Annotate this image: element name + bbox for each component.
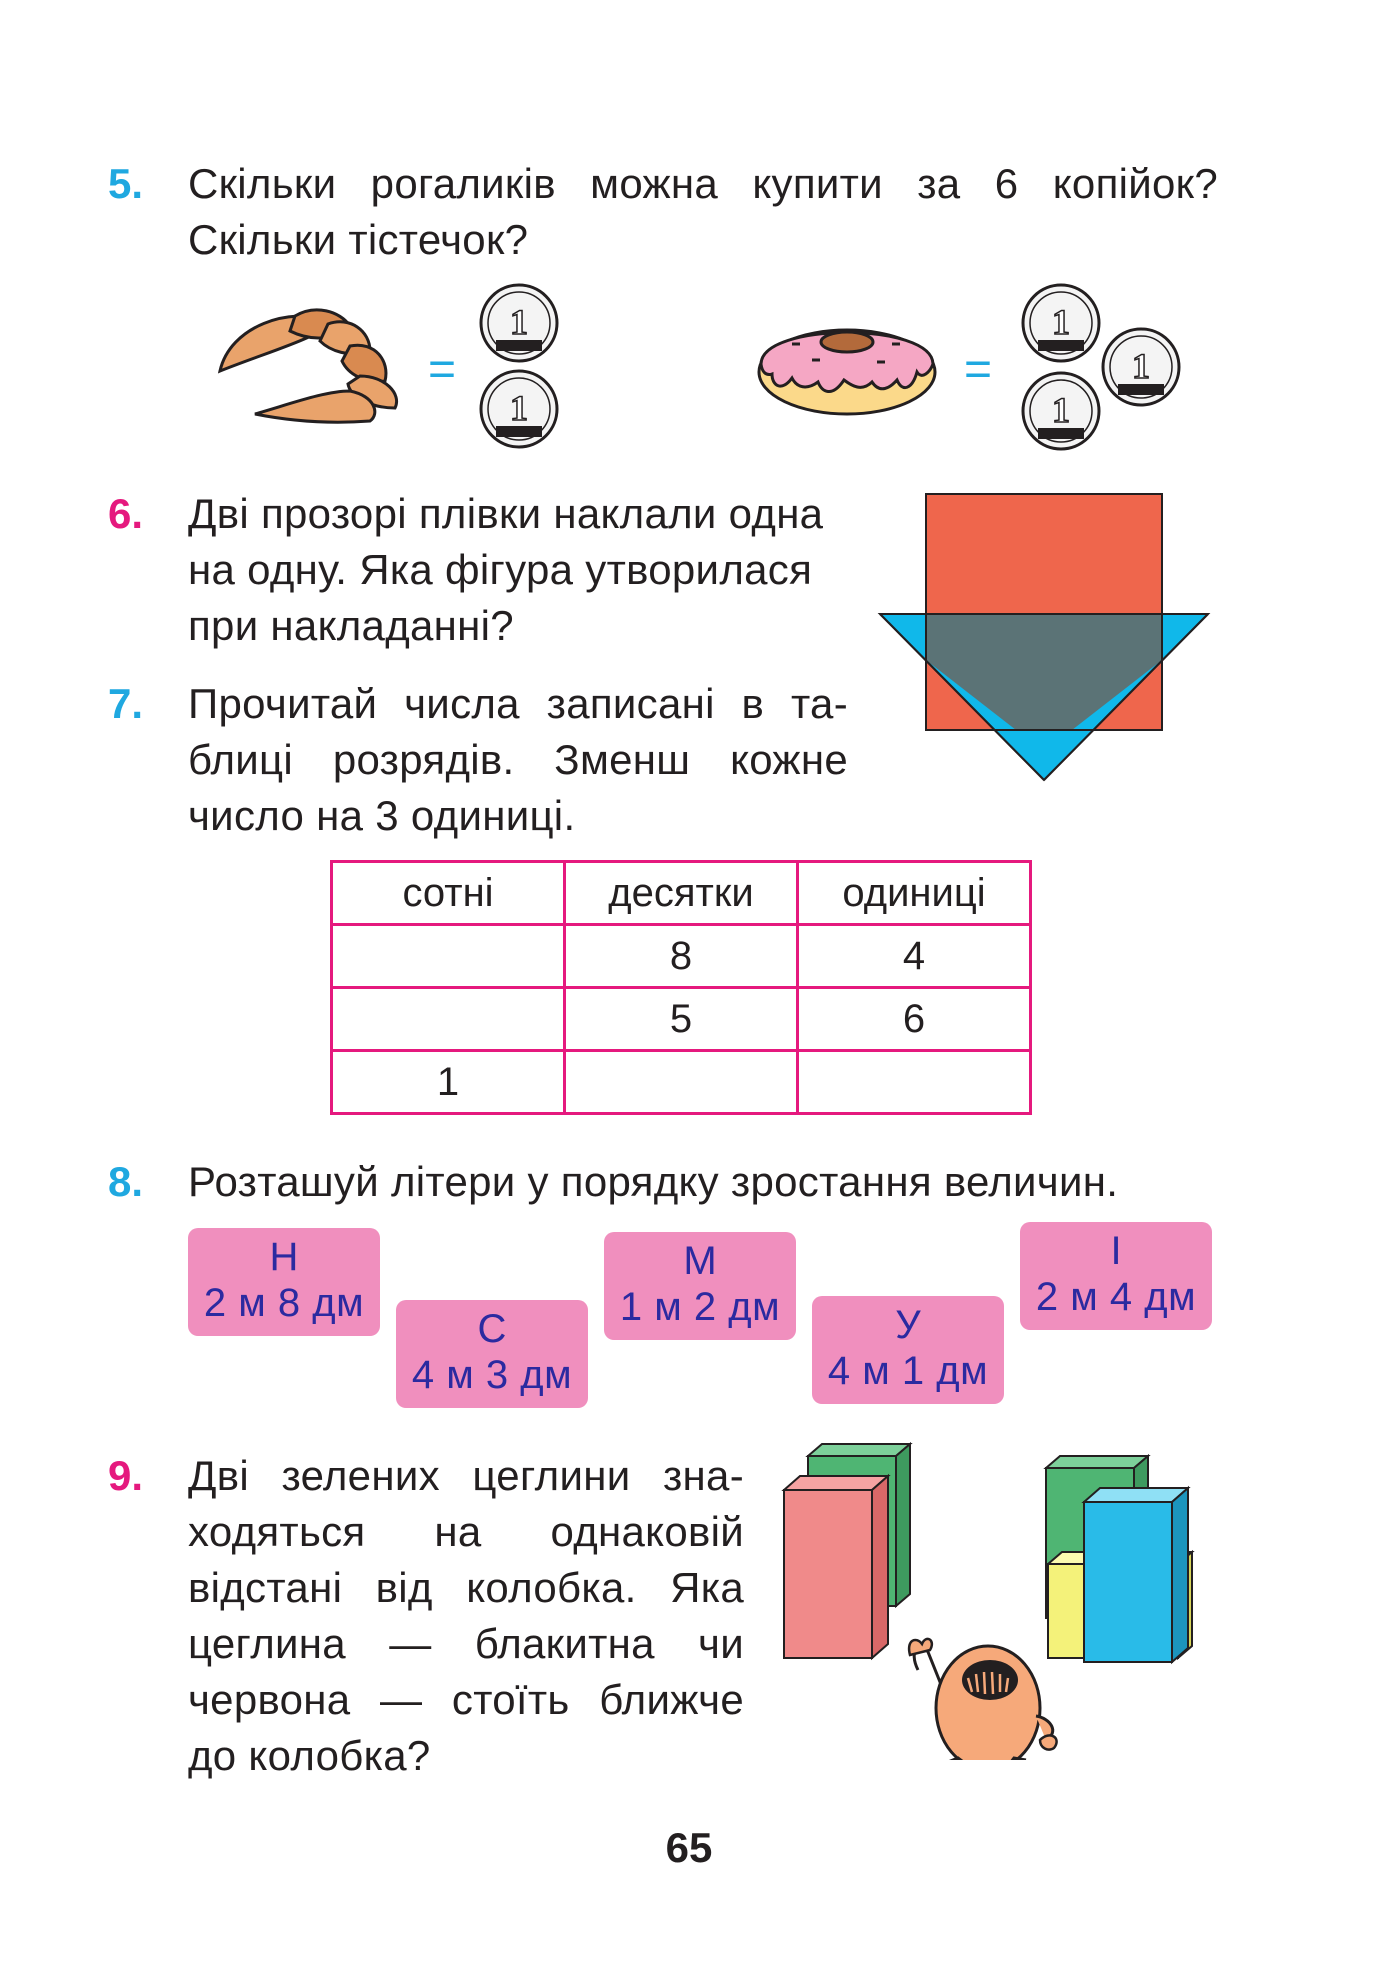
task-9-text: Дві зелених цеглини зна- ходяться на одн… <box>188 1448 744 1784</box>
bricks-kolobok-illustration <box>781 1441 1195 1760</box>
task-5-number: 5. <box>108 160 144 207</box>
task-6-number: 6. <box>108 490 144 537</box>
task-9-line-3: відстані від колобка. Яка <box>188 1564 744 1611</box>
coin-icon: 1 <box>479 283 559 363</box>
coin-icon: 1 <box>479 369 559 449</box>
table-cell: 8 <box>563 923 799 989</box>
card-amount: 4 м 1 дм <box>827 1349 989 1393</box>
task-5-equals-2: = <box>964 343 993 396</box>
coin-icon: 1 <box>1101 327 1181 407</box>
card-letter: У <box>895 1303 921 1347</box>
letter-card: М 1 м 2 дм <box>604 1232 796 1340</box>
task-9-line-4: цеглина — блакитна чи <box>188 1620 744 1667</box>
task-8-number: 8. <box>108 1158 144 1205</box>
task-6-text: Дві прозорі плівки наклали одна на одну.… <box>188 486 848 654</box>
croissant-illustration <box>217 308 398 424</box>
table-cell <box>563 1049 799 1115</box>
task-9-line-1: Дві зелених цеглини зна- <box>188 1452 744 1499</box>
overlapping-films-illustration <box>877 493 1211 782</box>
table-cell <box>330 923 566 989</box>
task-6-line-3: при накладанні? <box>188 602 514 649</box>
task-5-equals-1: = <box>428 343 457 396</box>
table-cell: 5 <box>563 986 799 1052</box>
task-7-number: 7. <box>108 680 144 727</box>
card-amount: 4 м 3 дм <box>411 1353 573 1397</box>
svg-text:1: 1 <box>510 302 528 342</box>
task-7-text: Прочитай числа записані в та- блиці розр… <box>188 676 848 844</box>
task-5-line-2: Скільки тістечок? <box>188 216 529 263</box>
card-amount: 1 м 2 дм <box>619 1285 781 1329</box>
table-header-cell: сотні <box>330 860 566 926</box>
table-cell: 1 <box>330 1049 566 1115</box>
task-9-line-5: червона — стоїть ближче <box>188 1676 744 1723</box>
card-amount: 2 м 8 дм <box>203 1281 365 1325</box>
coin-icon: 1 <box>1021 283 1101 363</box>
letter-card: Н 2 м 8 дм <box>188 1228 380 1336</box>
place-value-table: сотні десятки одиниці 8 4 5 6 1 <box>330 860 1032 1115</box>
task-9-number: 9. <box>108 1452 144 1499</box>
task-6-line-1: Дві прозорі плівки наклали одна <box>188 490 824 537</box>
task-5-line-1: Скільки рогаликів можна купити за 6 копі… <box>188 160 1218 207</box>
letter-card: У 4 м 1 дм <box>812 1296 1004 1404</box>
table-row: 1 <box>330 1049 1032 1115</box>
svg-text:1: 1 <box>1132 346 1150 386</box>
letter-card: І 2 м 4 дм <box>1020 1222 1212 1330</box>
card-letter: Н <box>269 1235 299 1279</box>
task-7-line-3: число на 3 одиниці. <box>188 792 576 839</box>
task-7-line-2: блиці розрядів. Зменш кожне <box>188 736 848 783</box>
coin-icon: 1 <box>1021 371 1101 451</box>
svg-text:1: 1 <box>1052 302 1070 342</box>
table-row: 5 6 <box>330 986 1032 1052</box>
task-6-line-2: на одну. Яка фігура утворилася <box>188 546 813 593</box>
page-number: 65 <box>665 1824 713 1871</box>
table-cell: 4 <box>796 923 1032 989</box>
task-8-text: Розташуй літери у порядку зростання вели… <box>188 1158 1119 1205</box>
table-cell <box>330 986 566 1052</box>
table-cell: 6 <box>796 986 1032 1052</box>
task-5-text: Скільки рогаликів можна купити за 6 копі… <box>188 156 1218 268</box>
donut-illustration <box>757 328 937 416</box>
task-9-line-2: ходяться на однаковій <box>188 1508 744 1555</box>
table-row: 8 4 <box>330 923 1032 989</box>
letter-card: С 4 м 3 дм <box>396 1300 588 1408</box>
table-cell <box>796 1049 1032 1115</box>
card-amount: 2 м 4 дм <box>1035 1275 1197 1319</box>
card-letter: І <box>1110 1229 1122 1273</box>
card-letter: С <box>477 1307 507 1351</box>
table-header-cell: одиниці <box>796 860 1032 926</box>
svg-text:1: 1 <box>1052 390 1070 430</box>
task-7-line-1: Прочитай числа записані в та- <box>188 680 848 727</box>
table-header-row: сотні десятки одиниці <box>330 860 1032 926</box>
task-9-line-6: до колобка? <box>188 1732 431 1779</box>
table-header-cell: десятки <box>563 860 799 926</box>
svg-text:1: 1 <box>510 388 528 428</box>
card-letter: М <box>683 1239 717 1283</box>
